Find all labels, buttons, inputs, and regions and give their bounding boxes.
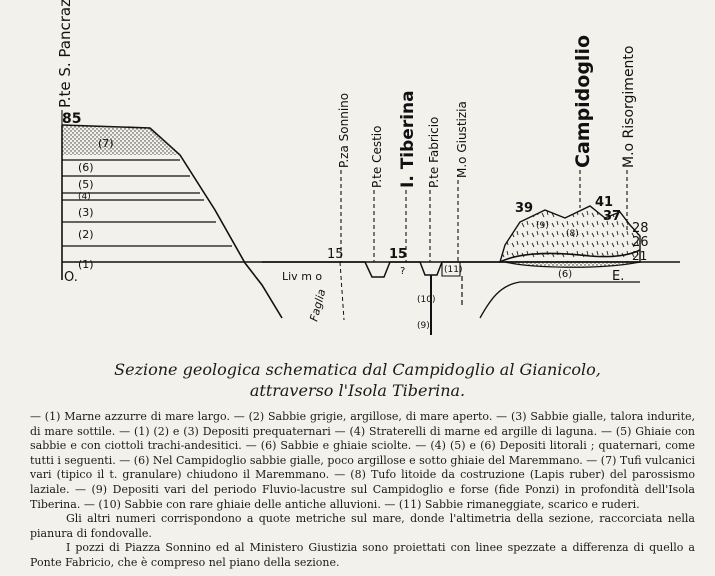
campidoglio-layer-8: (8) bbox=[566, 229, 579, 239]
elevation-28: 28 bbox=[632, 221, 649, 236]
layer-label-3: (3) bbox=[78, 206, 94, 219]
label-san-pancrazio: P.te S. Pancrazio bbox=[56, 0, 74, 108]
campidoglio-layer-9: (9) bbox=[536, 221, 549, 231]
label-cestio: P.te Cestio bbox=[370, 126, 384, 188]
label-fabricio: P.te Fabricio bbox=[427, 117, 441, 188]
label-risorgimento: M.o Risorgimento bbox=[621, 46, 637, 169]
campidoglio-profile bbox=[479, 205, 641, 319]
label-tiberina: I. Tiberina bbox=[398, 90, 418, 188]
label-giustizia: M.o Giustizia bbox=[455, 101, 469, 178]
elevation-41: 41 bbox=[595, 195, 613, 210]
sea-level-label: Liv m o bbox=[282, 270, 322, 283]
fault-label: Faglia bbox=[307, 287, 328, 322]
question-mark: ? bbox=[400, 266, 405, 277]
elevation-21: 21 bbox=[632, 249, 647, 263]
campidoglio-layer-6: (6) bbox=[558, 269, 572, 280]
elevation-37: 37 bbox=[603, 209, 621, 224]
label-sonnino: P.za Sonnino bbox=[337, 93, 351, 168]
elevation-85: 85 bbox=[62, 111, 81, 127]
geological-section-diagram: P.te S. Pancrazio P.za Sonnino P.te Cest… bbox=[56, 0, 680, 335]
legend-paragraph-3: I pozzi di Piazza Sonnino ed al Minister… bbox=[30, 541, 695, 569]
layer-label-4: (4) bbox=[78, 192, 91, 202]
valley-floor bbox=[262, 261, 500, 335]
origin-mark: O. bbox=[64, 270, 78, 285]
layer-label-6: (6) bbox=[78, 161, 94, 174]
layer-label-1: (1) bbox=[78, 258, 94, 271]
legend-paragraph-2: Gli altri numeri corrispondono a quote m… bbox=[30, 512, 695, 540]
location-lines bbox=[61, 110, 628, 262]
layer-label-5: (5) bbox=[78, 178, 94, 191]
elevation-39: 39 bbox=[515, 201, 533, 216]
elevation-15-a: 15 bbox=[327, 247, 344, 262]
layer-label-10: (10) bbox=[417, 295, 435, 305]
east-mark: E. bbox=[612, 269, 624, 284]
layer-label-7: (7) bbox=[98, 137, 114, 150]
layer-label-2: (2) bbox=[78, 228, 94, 241]
layer-label-9: (9) bbox=[417, 321, 430, 331]
label-campidoglio: Campidoglio bbox=[572, 35, 594, 168]
caption-line-1: Sezione geologica schematica dal Campido… bbox=[114, 360, 601, 379]
tuff-layer-7-hatch bbox=[62, 125, 180, 155]
elevation-15-b: 15 bbox=[389, 247, 407, 262]
elevation-26: 26 bbox=[632, 235, 649, 250]
caption-line-2: attraverso l'Isola Tiberina. bbox=[249, 381, 466, 400]
layer-label-11: (11) bbox=[444, 265, 462, 275]
legend-paragraph-1: — (1) Marne azzurre di mare largo. — (2)… bbox=[30, 410, 695, 511]
legend: — (1) Marne azzurre di mare largo. — (2)… bbox=[30, 410, 695, 571]
